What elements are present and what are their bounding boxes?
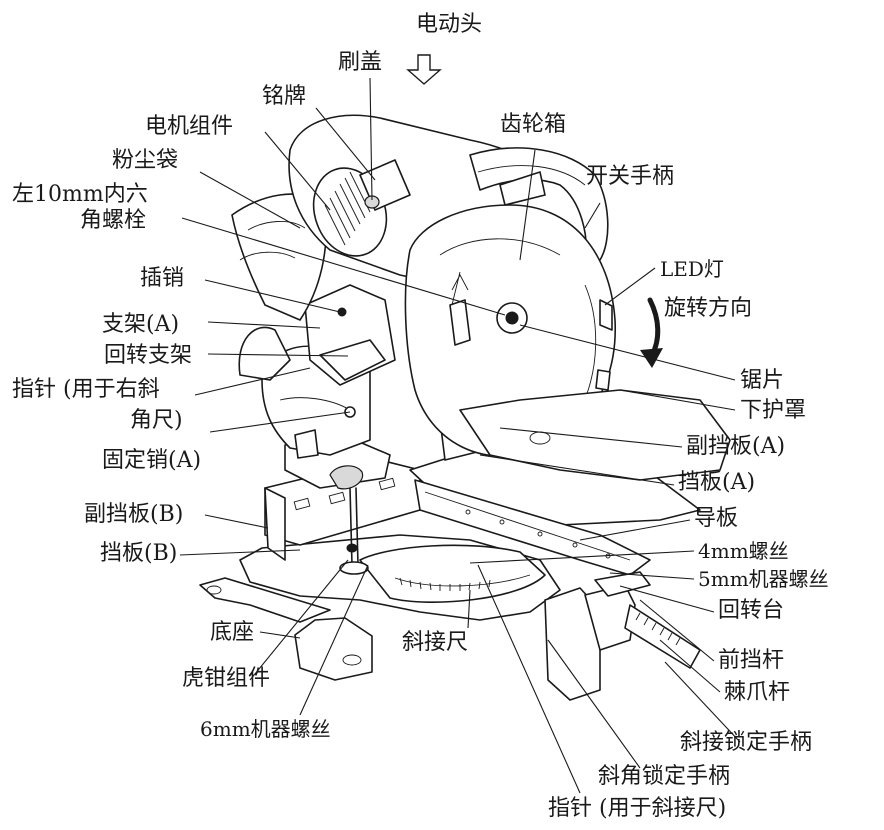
label-base: 底座 (210, 620, 255, 645)
label-switch-handle: 开关手柄 (586, 164, 675, 189)
label-turn-base: 回转台 (718, 598, 785, 623)
label-screw-4mm: 4mm螺丝 (698, 539, 789, 563)
label-fence-a: 挡板(A) (678, 470, 756, 495)
label-lower-guard: 下护罩 (740, 398, 807, 423)
label-machine-screw-5mm: 5mm机器螺丝 (698, 567, 829, 591)
label-bevel-lock-handle: 斜角锁定手柄 (598, 764, 731, 789)
label-pointer-right-bevel-2: 角尺) (130, 408, 183, 433)
bevel-lock-handle-shape (544, 587, 601, 701)
led-light (599, 299, 613, 331)
label-dust-bag: 粉尘袋 (112, 148, 179, 173)
vise-knob (329, 465, 364, 490)
turn-base-shape (359, 544, 546, 603)
label-motor-head: 电动头 (416, 12, 483, 37)
label-bracket-a: 支架(A) (102, 312, 180, 337)
label-sub-fence-a: 副挡板(A) (686, 434, 786, 459)
base-front-foot (294, 617, 373, 681)
label-machine-screw-6mm: 6mm机器螺丝 (200, 717, 331, 741)
label-motor-assembly: 电机组件 (145, 114, 234, 139)
base-left-foot (199, 577, 331, 623)
label-miter-scale: 斜接尺 (402, 630, 469, 655)
label-led-light: LED灯 (660, 257, 724, 281)
rotation-direction-arrow-icon (647, 297, 661, 358)
ratchet-lever-shape (624, 604, 701, 669)
label-sub-fence-b: 副挡板(B) (84, 502, 184, 527)
label-fence-b: 挡板(B) (100, 541, 178, 566)
label-left-hex-bolt-1: 左10mm内六 (12, 182, 148, 207)
label-vise-assembly: 虎钳组件 (182, 666, 271, 691)
rotating-bracket-shape (319, 339, 386, 381)
label-gear-box: 齿轮箱 (500, 112, 567, 137)
label-rotating-bracket: 回转支架 (104, 343, 193, 368)
label-fixing-pin-a: 固定销(A) (102, 448, 202, 473)
label-miter-lock-handle: 斜接锁定手柄 (680, 730, 813, 755)
label-nameplate: 铭牌 (262, 84, 307, 109)
label-front-stopper: 前挡杆 (718, 648, 785, 673)
label-saw-blade: 锯片 (740, 368, 785, 393)
label-pointer-right-bevel-1: 指针 (用于右斜 (12, 377, 160, 402)
label-ratchet-lever: 棘爪杆 (724, 680, 791, 705)
leader-lines (179, 77, 741, 794)
label-guide-plate: 导板 (694, 506, 739, 531)
label-left-hex-bolt-2: 角螺栓 (80, 208, 147, 233)
label-pointer-miter-scale: 指针 (用于斜接尺) (548, 796, 727, 821)
label-pin: 插销 (140, 266, 185, 291)
motor-head-arrow-icon (406, 54, 442, 85)
label-rotation-direction: 旋转方向 (664, 296, 753, 321)
dust-bag-shape (231, 193, 328, 321)
label-brush-cover: 刷盖 (338, 50, 383, 75)
miter-scale-ticks (399, 577, 491, 591)
